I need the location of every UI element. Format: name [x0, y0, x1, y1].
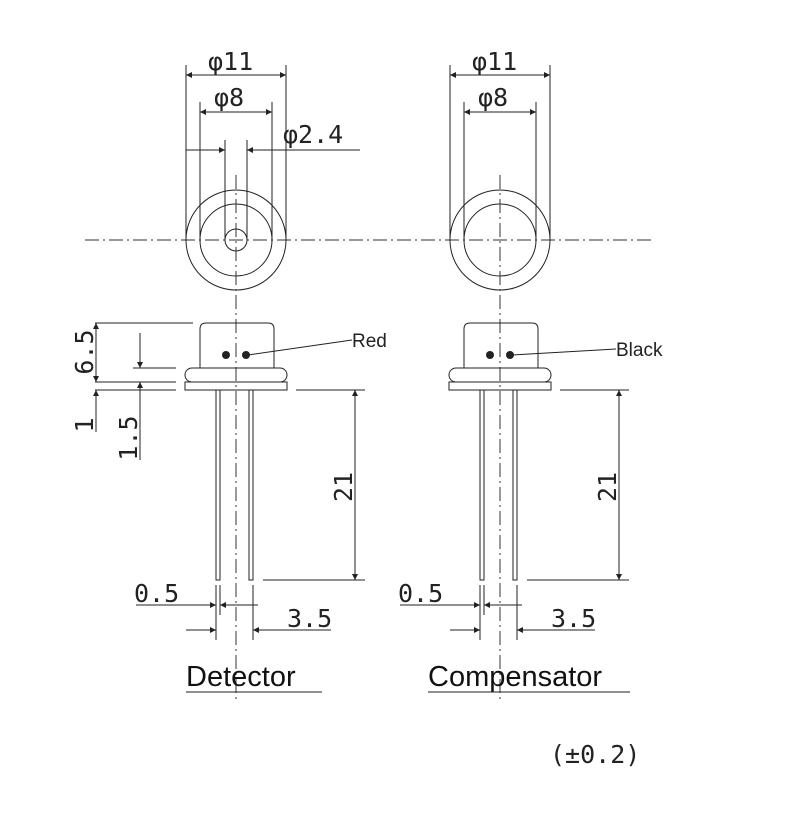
compensator-label-leader	[511, 348, 617, 356]
compensator-title: Compensator	[428, 661, 602, 693]
compensator-lead-length: 21	[593, 472, 622, 502]
detector-window-diameter: φ2.4	[283, 120, 343, 149]
detector-cap	[199, 322, 275, 368]
detector-lead	[215, 389, 221, 581]
detector-label-leader	[247, 339, 353, 356]
compensator-cap	[463, 322, 539, 368]
compensator-marker-dot	[486, 351, 494, 359]
detector-outer-diameter: φ11	[208, 47, 253, 76]
detector-marker-dot	[242, 351, 250, 359]
compensator-outer-diameter: φ11	[472, 47, 517, 76]
tolerance-note: (±0.2)	[550, 740, 640, 769]
compensator-marker-dot	[506, 351, 514, 359]
compensator-base	[448, 381, 552, 391]
flange-offset-dimension: 1.5	[114, 415, 143, 460]
compensator-lead-diameter: 0.5	[398, 579, 443, 608]
detector-lead	[248, 389, 254, 581]
detector-lead-label: Red	[352, 331, 387, 352]
compensator-lead-pitch: 3.5	[551, 604, 596, 633]
detector-inner-diameter: φ8	[214, 83, 244, 112]
compensator-lead-label: Black	[616, 340, 663, 361]
detector-lead-pitch: 3.5	[287, 604, 332, 633]
flange-dimension: 1	[70, 417, 99, 432]
compensator-lead	[479, 389, 485, 581]
detector-title: Detector	[186, 661, 296, 693]
detector-marker-dot	[222, 351, 230, 359]
compensator-lead	[512, 389, 518, 581]
cap-height-dimension: 6.5	[70, 329, 99, 374]
detector-lead-diameter: 0.5	[134, 579, 179, 608]
detector-lead-length: 21	[329, 472, 358, 502]
detector-base	[184, 381, 288, 391]
compensator-inner-diameter: φ8	[478, 83, 508, 112]
